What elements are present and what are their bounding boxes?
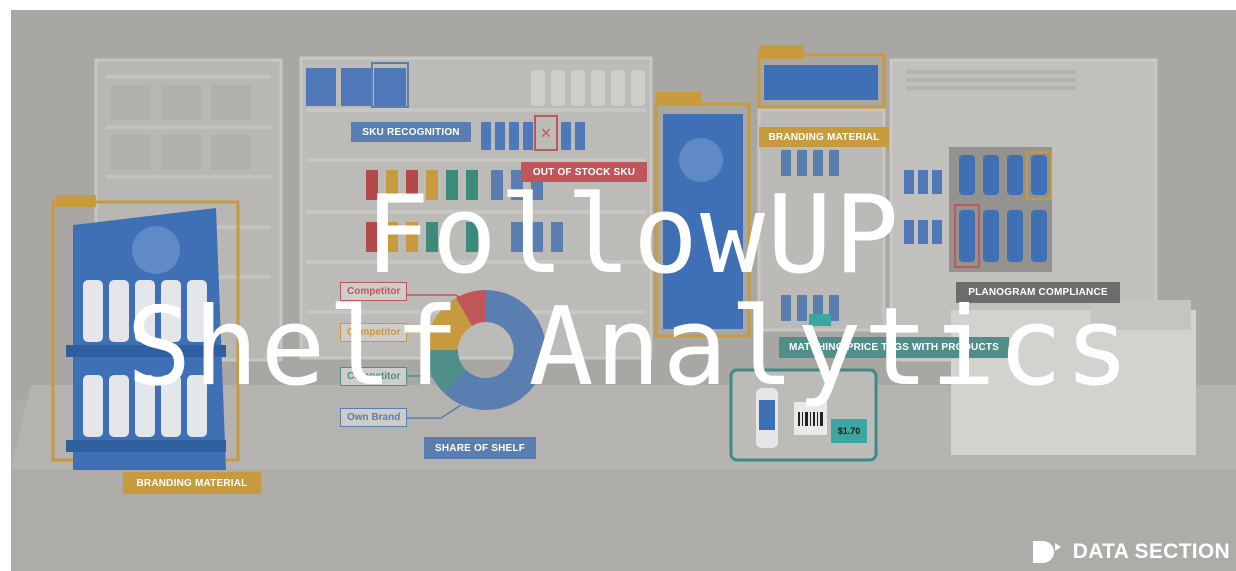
sku-recognition-tag: SKU RECOGNITION bbox=[351, 122, 471, 142]
price-tags-tag: MATCHING PRICE TAGS WITH PRODUCTS bbox=[779, 337, 1009, 358]
hero-title-line-2: Shelf Analytics bbox=[126, 285, 1132, 410]
data-section-logo: DATA SECTION bbox=[1031, 539, 1230, 565]
hero-banner: × bbox=[11, 10, 1236, 571]
price-label: $1.70 bbox=[831, 419, 867, 443]
legend-competitor-2: Competitor bbox=[340, 323, 408, 342]
legend-competitor-1: Competitor bbox=[340, 282, 408, 301]
store-shelf-illustration: × bbox=[11, 45, 1236, 571]
data-section-logo-icon bbox=[1032, 541, 1061, 563]
share-of-shelf-tag: SHARE OF SHELF bbox=[424, 437, 536, 459]
hero-title-line-1: FollowUP bbox=[364, 173, 902, 298]
legend-own-brand: Own Brand bbox=[340, 408, 408, 427]
legend-competitor-3: Competitor bbox=[340, 367, 408, 386]
branding-material-top-tag: BRANDING MATERIAL bbox=[759, 127, 889, 147]
out-of-stock-tag: OUT OF STOCK SKU bbox=[521, 162, 647, 182]
hero-title: FollowUP Shelf Analytics bbox=[0, 180, 1236, 404]
brand-name: DATA SECTION bbox=[1072, 540, 1230, 563]
svg-text:×: × bbox=[541, 123, 552, 143]
branding-material-bottom-tag: BRANDING MATERIAL bbox=[123, 472, 261, 494]
planogram-compliance-tag: PLANOGRAM COMPLIANCE bbox=[956, 282, 1120, 303]
